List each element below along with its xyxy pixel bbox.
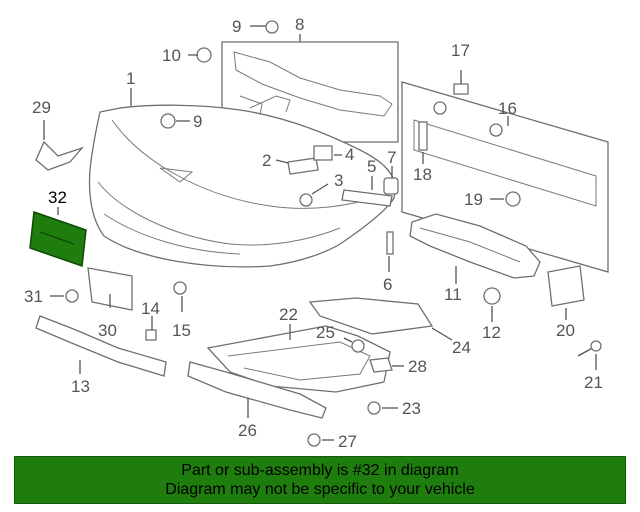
callout-4: 4 [345, 145, 354, 164]
callout-labels: 1 2 3 4 5 6 7 8 9 9 10 11 12 13 14 15 16… [24, 15, 603, 451]
callout-16: 16 [498, 99, 517, 118]
callout-23: 23 [402, 399, 421, 418]
callout-19: 19 [464, 190, 483, 209]
part-19-push-pin[interactable] [505, 191, 521, 207]
callout-10: 10 [162, 46, 181, 65]
callout-28: 28 [408, 357, 427, 376]
part-7-bracket[interactable] [383, 177, 399, 195]
callout-24: 24 [452, 338, 471, 357]
part-30-bracket[interactable] [87, 267, 133, 311]
part-9-bolt-mid[interactable] [160, 113, 176, 129]
part-6-stud[interactable] [386, 231, 394, 255]
part-31-bolt[interactable] [65, 289, 79, 303]
part-28-clip[interactable] [369, 357, 393, 373]
banner-line-1: Part or sub-assembly is #32 in diagram [181, 462, 459, 479]
callout-26: 26 [238, 421, 257, 440]
part-21-bolt[interactable] [577, 340, 602, 357]
callout-8: 8 [295, 15, 304, 34]
part-24-deflector[interactable] [308, 297, 434, 335]
part-26-splash-shield[interactable] [187, 361, 327, 419]
part-32-highlighted-plate[interactable] [29, 210, 87, 268]
callout-25: 25 [316, 323, 335, 342]
part-20-bracket[interactable] [547, 265, 585, 307]
callout-1: 1 [126, 69, 135, 88]
callout-18: 18 [413, 165, 432, 184]
callout-31: 31 [24, 287, 43, 306]
callout-32-highlighted: 32 [48, 188, 67, 207]
callout-27: 27 [338, 432, 357, 451]
callout-22: 22 [279, 305, 298, 324]
callout-17: 17 [451, 41, 470, 60]
part-13-trim-strip[interactable] [35, 315, 167, 377]
callout-21: 21 [584, 373, 603, 392]
part-4-clip[interactable] [313, 145, 333, 161]
callout-2: 2 [262, 151, 271, 170]
part-5-grille-bracket[interactable] [341, 189, 393, 207]
part-15-bolt[interactable] [173, 281, 187, 295]
part-14-clip[interactable] [145, 329, 157, 341]
callout-13: 13 [71, 377, 90, 396]
part-25-bolt[interactable] [351, 339, 365, 353]
callout-30: 30 [98, 321, 117, 340]
callout-29: 29 [32, 98, 51, 117]
part-2-emblem-bracket[interactable] [287, 157, 319, 175]
callout-9-top: 9 [232, 17, 241, 36]
part-3-bolt[interactable] [299, 193, 313, 207]
callout-3: 3 [334, 171, 343, 190]
part-29-emblem[interactable] [35, 140, 85, 171]
part-27-bolt[interactable] [307, 433, 321, 447]
banner-line-2: Diagram may not be specific to your vehi… [165, 481, 475, 498]
part-18-stud[interactable] [418, 121, 428, 151]
part-10-nut[interactable] [196, 47, 212, 63]
highlight-info-banner: Part or sub-assembly is #32 in diagram D… [14, 456, 626, 504]
part-9-bolt-top[interactable] [265, 20, 279, 34]
part-12-push-pin[interactable] [483, 287, 501, 305]
part-23-bolt[interactable] [367, 401, 381, 415]
callout-14: 14 [141, 299, 160, 318]
part-17-bracket[interactable] [453, 83, 469, 95]
callout-20: 20 [556, 321, 575, 340]
callout-9-mid: 9 [193, 112, 202, 131]
callout-11: 11 [444, 285, 462, 304]
callout-15: 15 [172, 321, 191, 340]
callout-7: 7 [387, 148, 396, 167]
callout-6: 6 [383, 275, 392, 294]
callout-5: 5 [367, 157, 376, 176]
callout-12: 12 [482, 323, 501, 342]
exploded-parts-diagram: 1 2 3 4 5 6 7 8 9 9 10 11 12 13 14 15 16… [24, 15, 609, 451]
leader-lines [43, 25, 597, 441]
part-11-energy-absorber[interactable] [409, 213, 541, 279]
